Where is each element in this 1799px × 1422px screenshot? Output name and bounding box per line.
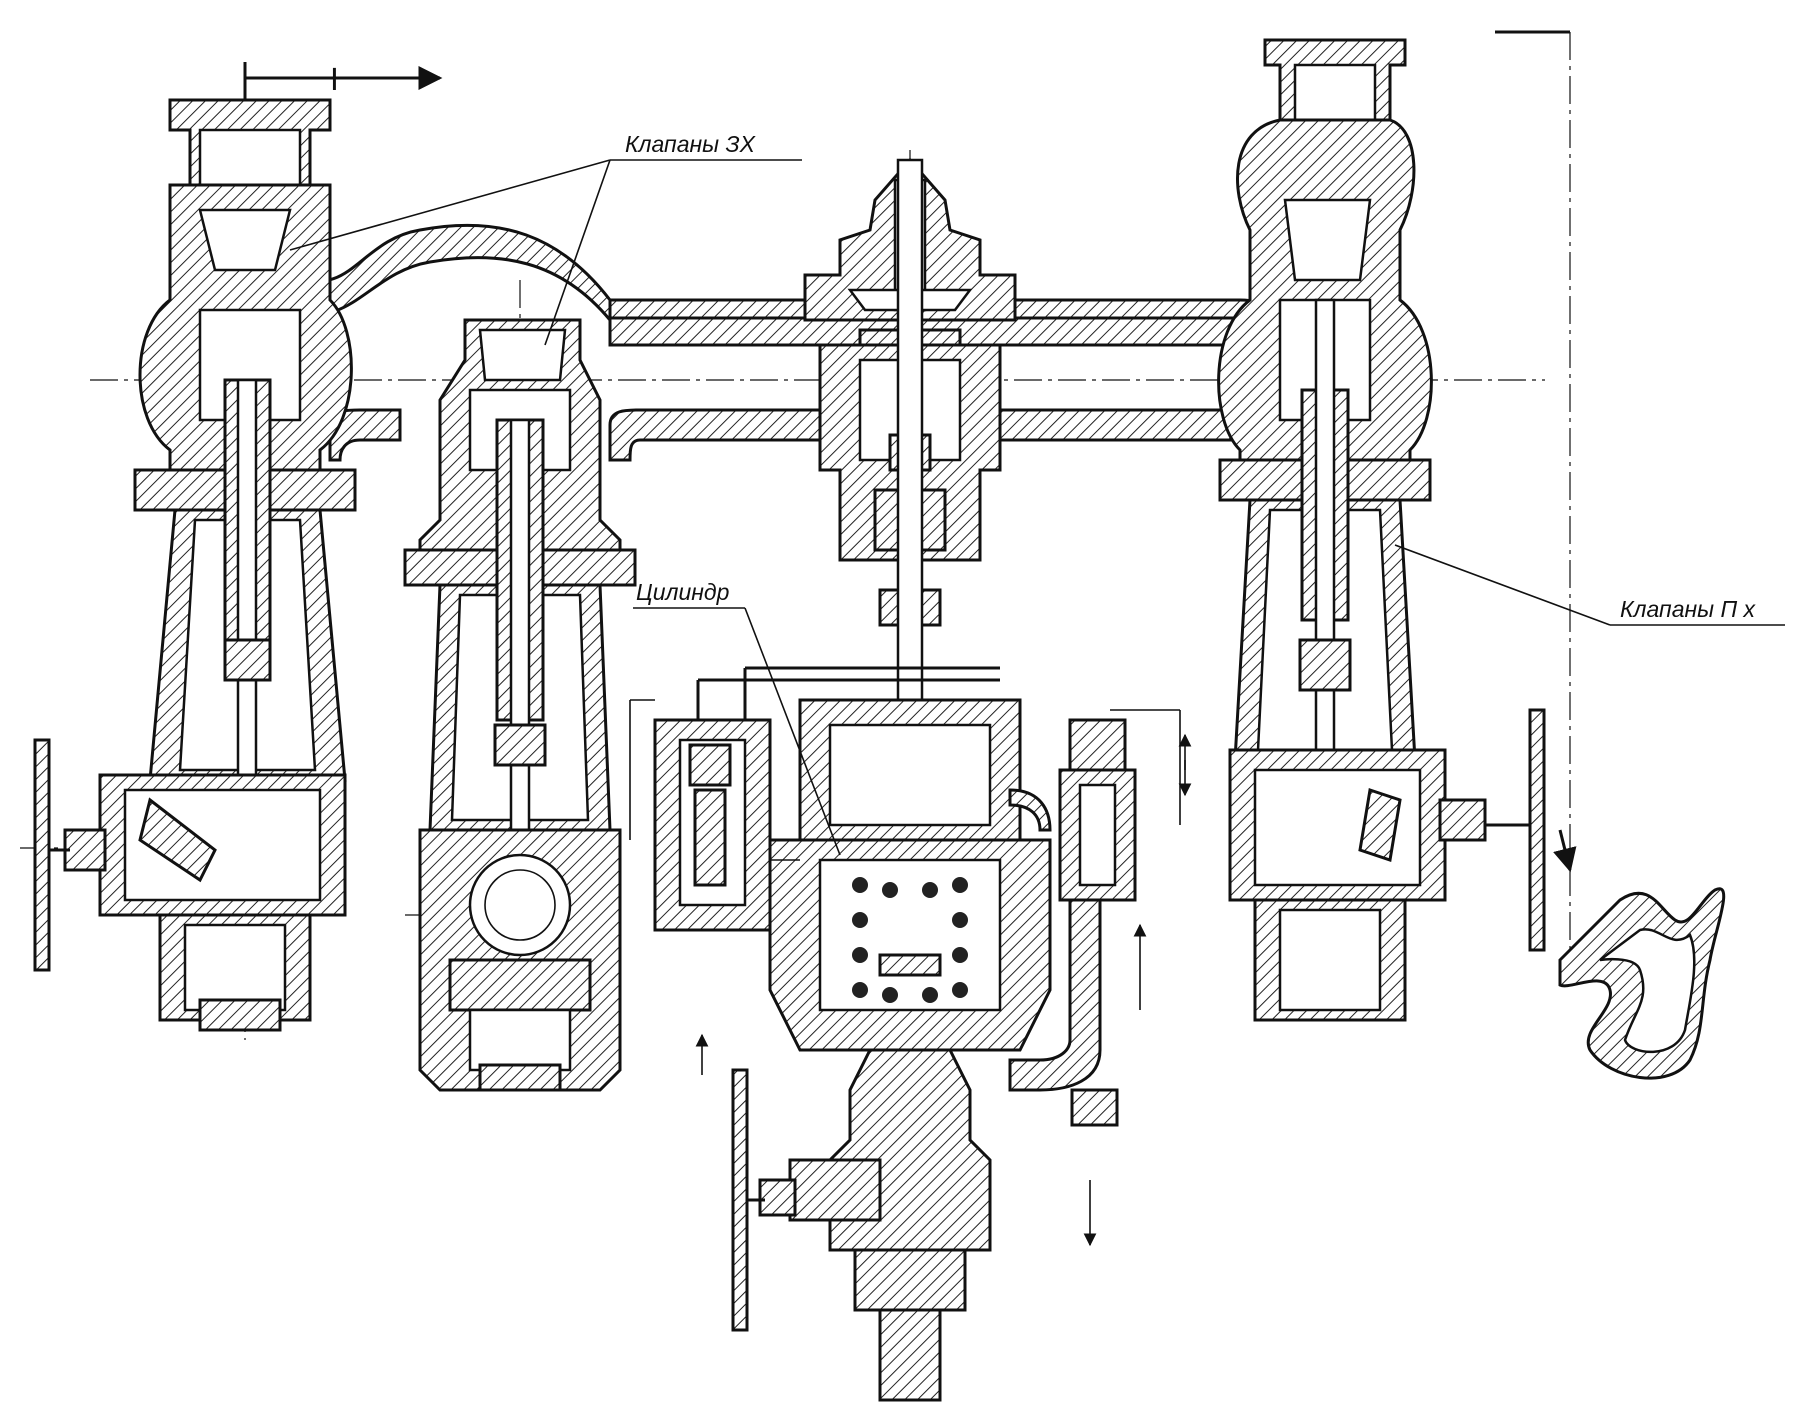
section-label-left: I [330,63,339,98]
centre-regulator [731,157,1052,1402]
right-valve [1217,38,1546,1022]
pilot-valve [1008,709,1181,1127]
label-cylinder: Цилиндр [636,579,730,605]
manifold-pipes [293,223,1292,462]
second-valve [403,318,637,1092]
label-valves-cold: Клапаны ЗХ [625,131,757,157]
left-valve [33,98,357,1032]
section-mark-left: I [243,62,443,100]
flow-arrows [695,733,1192,1247]
spring-coils [852,877,968,1003]
section-line-right [1495,30,1577,950]
label-valves-forward: Клапаны П х [1620,596,1757,622]
aux-cylinder [629,666,1000,932]
leader-lines [289,159,1785,856]
pipe-cross-section [1558,887,1726,1080]
